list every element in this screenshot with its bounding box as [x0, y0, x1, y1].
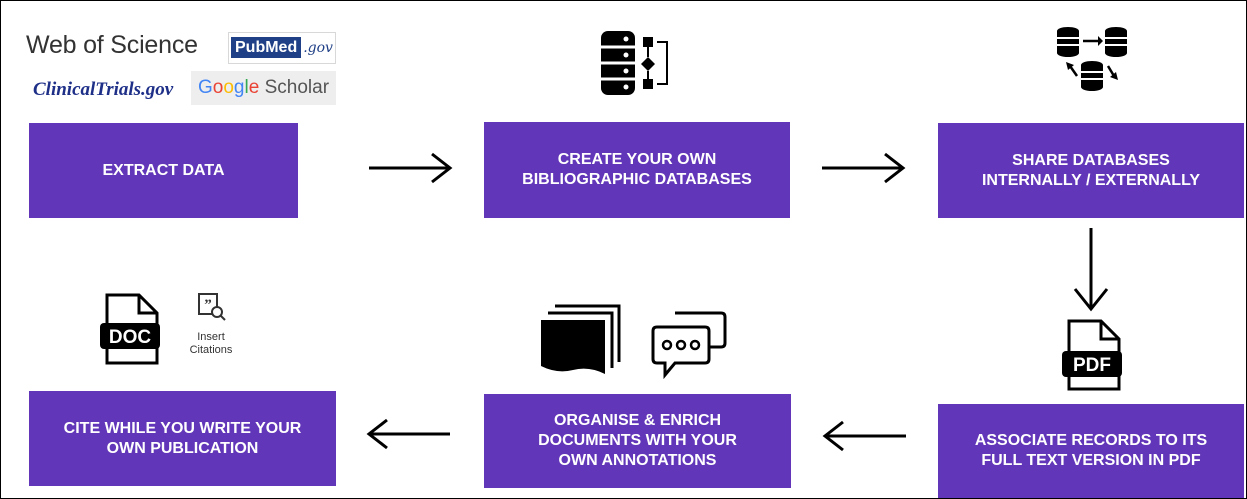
web-of-science-logo: Web of Science — [26, 31, 198, 59]
pubmed-logo-med: Med — [265, 39, 298, 56]
pdf-file-label: PDF — [1073, 355, 1111, 376]
chat-bubbles-icon — [651, 311, 727, 379]
doc-file-label: DOC — [109, 327, 152, 348]
database-flow-icon — [601, 31, 668, 95]
documents-stack-icon — [541, 304, 621, 374]
arrow-right-1 — [369, 152, 453, 184]
google-letter: G — [197, 77, 213, 98]
insert-citations-label: Insert Citations — [189, 331, 233, 356]
step-cite-while-you-write: CITE WHILE YOU WRITE YOUR OWN PUBLICATIO… — [29, 391, 336, 486]
step-create-databases: CREATE YOUR OWN BIBLIOGRAPHIC DATABASES — [484, 122, 790, 218]
google-letter: o — [212, 77, 224, 98]
step-extract-data: EXTRACT DATA — [29, 123, 298, 218]
pubmed-logo-suffix: .gov — [303, 40, 333, 56]
google-letter: o — [223, 77, 234, 98]
doc-file-icon: DOC — [100, 293, 160, 365]
google-letter: g — [233, 77, 245, 98]
arrow-left-1 — [822, 420, 906, 452]
step-organise-enrich: ORGANISE & ENRICH DOCUMENTS WITH YOUR OW… — [484, 394, 791, 488]
pdf-file-icon: PDF — [1062, 319, 1122, 391]
arrow-left-2 — [366, 418, 450, 450]
step-associate-records: ASSOCIATE RECORDS TO ITS FULL TEXT VERSI… — [938, 404, 1244, 498]
scholar-word: Scholar — [264, 77, 330, 98]
google-scholar-logo: Google Scholar — [191, 71, 336, 105]
database-share-icon — [1057, 27, 1127, 91]
pubmed-logo-main: PubMed — [231, 37, 302, 58]
arrow-right-2 — [822, 152, 906, 184]
pubmed-logo: PubMed.gov — [228, 32, 336, 64]
svg-text:”: ” — [204, 297, 212, 313]
google-letter: e — [248, 77, 260, 98]
arrow-down — [1073, 228, 1109, 312]
step-share-databases: SHARE DATABASES INTERNALLY / EXTERNALLY — [938, 123, 1244, 218]
clinicaltrials-logo: ClinicalTrials.gov — [33, 79, 174, 100]
pubmed-logo-pub: Pub — [235, 39, 266, 56]
google-letter: l — [244, 77, 249, 98]
insert-citations-icon: ” — [198, 293, 226, 321]
